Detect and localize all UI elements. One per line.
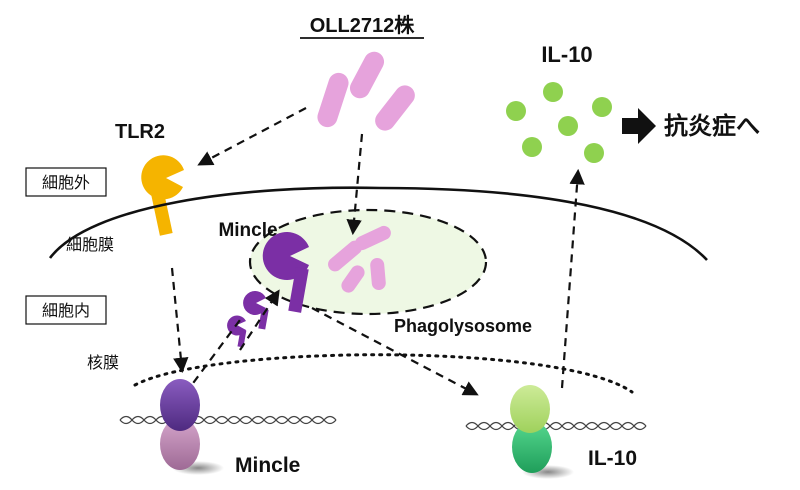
mincle-gene-upper [160,379,200,431]
bacterium [328,240,362,272]
dna-strand [119,415,337,425]
dna-mincle [119,415,337,425]
cell-membrane [48,186,708,261]
strain-label: OLL2712株 [310,14,415,37]
mincle-small-stem [237,329,247,348]
bacterium [370,258,386,290]
tlr2-receptor [141,155,184,236]
phagolysosome [248,208,488,316]
right-arrow-icon [622,108,656,144]
il10-particle [558,116,578,136]
membrane-label: 細胞膜 [66,236,114,254]
il10-particles [506,82,612,163]
mincle-gene-lower [160,418,200,470]
il10-particle [506,101,526,121]
mincle-receptor-small [243,291,269,330]
il10-gene [510,385,574,479]
phagolysosome-label: Phagolysosome [394,316,532,336]
tlr2-stem [150,189,173,236]
arrow-strain-to-tlr2 [197,107,307,166]
il10-particle [592,97,612,117]
arrow-mincle-upregulation [239,289,280,351]
dna-strand [465,421,647,431]
inside-label: 細胞内 [42,302,90,320]
tlr2-head [141,155,184,200]
internalized-bacteria [328,225,391,293]
il10-particle [543,82,563,102]
outside-label: 細胞外 [42,174,90,192]
il10-particle [584,143,604,163]
mincle-receptor-small [227,315,247,348]
arrow-mincle-to-il10-gene [311,307,479,396]
il10-gene-upper [510,385,550,433]
nuclear-membrane [133,353,634,394]
nuclear-membrane-label: 核膜 [87,354,119,372]
dna-il10 [465,421,647,431]
mincle-receptor [262,232,309,313]
il10-gene-label: IL-10 [588,447,637,470]
bacterium [375,85,415,131]
bacteria-cluster [317,51,415,131]
mincle-gene [160,379,224,475]
il10-gene-lower [512,421,552,473]
inside-label-box [25,295,107,325]
bacterium [317,72,349,128]
tlr2-label: TLR2 [115,121,165,143]
arrow-gene-to-mincle [184,319,241,395]
bacterium [341,265,365,293]
mincle-small-stem [258,308,269,330]
il10-cytokine-label: IL-10 [541,42,592,67]
arrow-il10-secretion [560,168,585,389]
signal-arrows [170,107,585,396]
anti-inflammatory-label: 抗炎症へ [664,112,760,140]
outside-label-box [25,167,107,197]
dna-strand [465,421,647,431]
bacterium [349,51,385,99]
mincle-stem [288,267,309,313]
bacterium [355,225,391,251]
mincle-small-head [243,291,266,315]
il10-particle [522,137,542,157]
mincle-gene-label: Mincle [235,454,300,477]
arrow-strain-to-phagolysosome [346,133,364,236]
arrow-tlr2-to-nucleus [170,267,189,374]
mincle-receptor-label: Mincle [218,220,277,241]
